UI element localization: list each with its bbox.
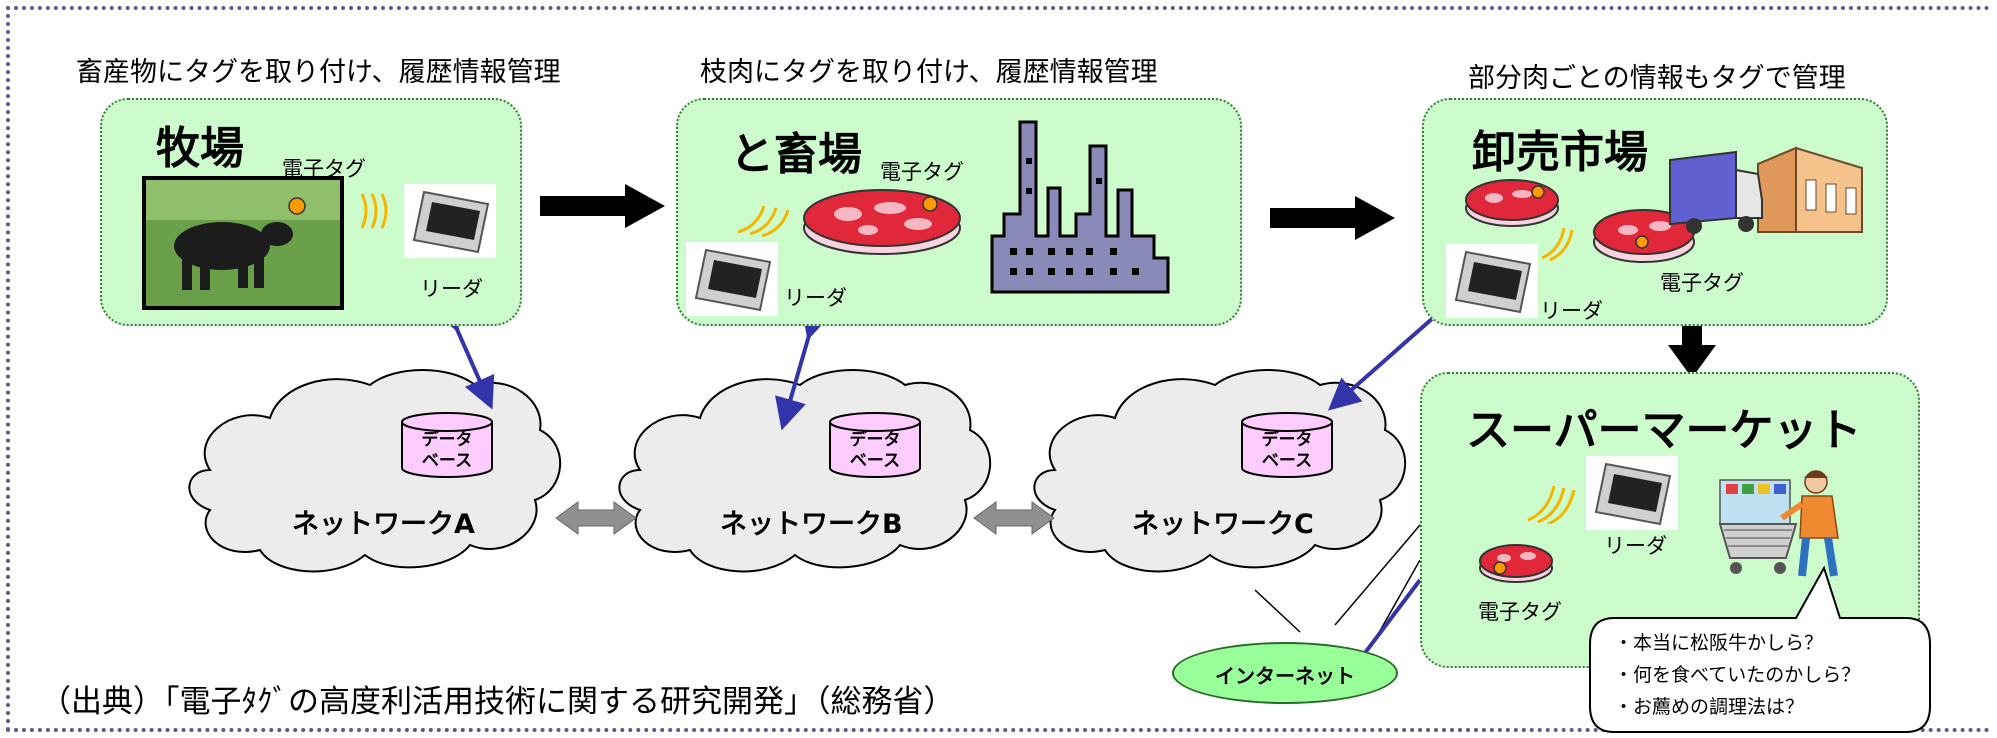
data-link-wholesale: [1328, 287, 1465, 411]
reader-icon-supermarket: [1586, 456, 1678, 530]
speech-bubble: [1589, 565, 1931, 733]
reader-label-supermarket: リーダ: [1604, 534, 1667, 558]
reader-label-slaughter: リーダ: [784, 286, 847, 310]
database-icon-c: データ ベース: [1240, 412, 1334, 478]
database-label-line2: ベース: [1261, 451, 1313, 471]
truck-warehouse-icon: [1669, 146, 1863, 234]
network-label-c: ネットワークC: [1132, 509, 1314, 540]
network-label-a: ネットワークA: [292, 509, 475, 540]
meat-carcass-icon: [803, 189, 961, 255]
internet-link-line: [1334, 524, 1421, 626]
double-arrow-b-c: [973, 501, 1055, 535]
reader-label-wholesale: リーダ: [1540, 299, 1603, 323]
reader-icon-wholesale: [1446, 244, 1538, 318]
network-label-b: ネットワークB: [720, 509, 903, 540]
data-link-slaughter: [775, 305, 832, 431]
caption-wholesale: 部分肉ごとの情報もタグで管理: [1468, 63, 1846, 94]
flow-arrow-wholesale-to-supermarket: [1668, 320, 1716, 378]
flow-arrow-slaughter-to-wholesale: [1270, 196, 1395, 240]
database-label-line1: データ: [849, 430, 901, 450]
stage-title-farm: 牧場: [156, 123, 244, 174]
caption-slaughter: 枝肉にタグを取り付け、履歴情報管理: [700, 57, 1158, 88]
internet-node: [1172, 642, 1398, 704]
data-link-farm: [430, 296, 495, 410]
meat-package-icon: [1479, 544, 1553, 583]
reader-icon-slaughter: [686, 242, 778, 316]
cloud-network-a: [188, 369, 562, 573]
cloud-network-c: [1033, 369, 1407, 573]
radio-waves-slaughter: [737, 205, 790, 238]
cow-photo: [142, 176, 344, 310]
cloud-network-b: [618, 369, 992, 573]
stage-title-wholesale: 卸売市場: [1472, 127, 1648, 178]
stage-title-supermarket: スーパーマーケット: [1466, 405, 1862, 456]
database-label-line2: ベース: [421, 451, 473, 471]
database-icon-b: データ ベース: [828, 412, 922, 478]
database-label-line1: データ: [421, 430, 473, 450]
reader-icon-farm: [404, 184, 496, 258]
source-citation: （出典）「電子ﾀｸﾞの高度利活用技術に関する研究開発」（総務省）: [40, 684, 955, 720]
radio-waves-farm: [360, 193, 388, 229]
flow-arrow-farm-to-slaughter: [540, 184, 665, 228]
database-label-line1: データ: [1261, 430, 1313, 450]
tag-label-slaughter: 電子タグ: [880, 160, 964, 184]
stage-title-slaughter: と畜場: [730, 129, 862, 180]
meat-cut-icon-1: [1465, 179, 1559, 227]
bubble-question: ・本当に松阪牛かしら？: [1614, 632, 1824, 654]
caption-farm: 畜産物にタグを取り付け、履歴情報管理: [76, 57, 561, 88]
reader-label-farm: リーダ: [420, 277, 483, 301]
database-icon-a: データ ベース: [400, 412, 494, 478]
double-arrow-a-b: [555, 501, 637, 535]
radio-waves-wholesale: [1541, 227, 1574, 262]
shopper-icon: [1718, 470, 1839, 577]
tag-label-supermarket: 電子タグ: [1478, 600, 1562, 624]
bubble-question: ・何を食べていたのかしら？: [1614, 664, 1861, 686]
diagram-frame: [6, 6, 1991, 732]
internet-label: インターネット: [1215, 664, 1355, 688]
tag-label-wholesale: 電子タグ: [1660, 271, 1744, 295]
bubble-question: ・お薦めの調理法は？: [1614, 696, 1805, 718]
database-label-line2: ベース: [849, 451, 901, 471]
radio-waves-supermarket: [1527, 485, 1576, 524]
internet-link-line: [1254, 589, 1301, 633]
factory-icon: [990, 120, 1170, 294]
